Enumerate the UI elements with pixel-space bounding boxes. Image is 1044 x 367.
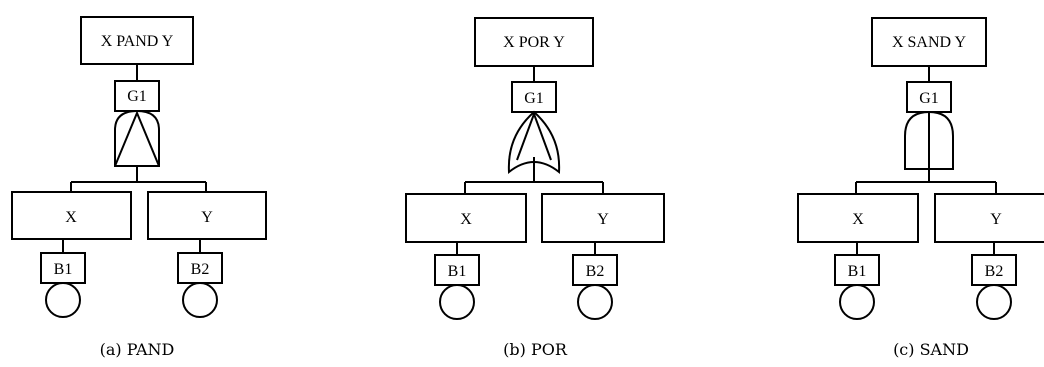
top-event-box bbox=[871, 17, 987, 67]
top-event-box bbox=[474, 17, 594, 67]
right-event-box bbox=[541, 193, 665, 243]
gate-label: G1 bbox=[524, 90, 544, 107]
basic-event-label-right: B2 bbox=[985, 263, 1004, 280]
right-event-label: Y bbox=[597, 211, 609, 228]
basic-event-box-left bbox=[834, 254, 880, 286]
basic-event-label-left: B1 bbox=[448, 263, 467, 280]
right-event-label: Y bbox=[201, 209, 213, 226]
left-event-label: X bbox=[852, 211, 864, 228]
basic-event-circle-left bbox=[45, 282, 81, 318]
caption-por: (b) POR bbox=[503, 340, 568, 359]
left-event-box bbox=[405, 193, 527, 243]
right-event-box bbox=[934, 193, 1044, 243]
basic-event-box-right bbox=[177, 252, 223, 284]
right-event-label: Y bbox=[990, 211, 1002, 228]
top-event-label: X POR Y bbox=[503, 34, 565, 51]
gate-label: G1 bbox=[127, 88, 147, 105]
basic-event-label-right: B2 bbox=[586, 263, 605, 280]
top-event-label: X SAND Y bbox=[892, 34, 967, 51]
gate-label-box bbox=[114, 80, 160, 112]
fault-tree-pand: X PAND Y G1 X Y B1 B2 (a) PAND bbox=[11, 16, 267, 359]
left-event-box bbox=[11, 191, 132, 240]
basic-event-circle-left bbox=[839, 284, 875, 320]
basic-event-circle-right bbox=[976, 284, 1012, 320]
fault-tree-sand: X SAND Y G1 X Y B1 B2 (c) SAND bbox=[797, 17, 1044, 359]
gate-label-box bbox=[511, 81, 557, 113]
basic-event-circle-left bbox=[439, 284, 475, 320]
left-event-label: X bbox=[65, 209, 77, 226]
basic-event-label-left: B1 bbox=[54, 261, 73, 278]
right-event-box bbox=[147, 191, 267, 240]
gate-label: G1 bbox=[919, 90, 939, 107]
basic-event-label-right: B2 bbox=[191, 261, 210, 278]
left-event-label: X bbox=[460, 211, 472, 228]
basic-event-circle-right bbox=[577, 284, 613, 320]
top-event-box bbox=[80, 16, 194, 65]
basic-event-label-left: B1 bbox=[848, 263, 867, 280]
pand-gate-symbol bbox=[114, 109, 160, 167]
basic-event-box-right bbox=[572, 254, 618, 286]
top-event-label: X PAND Y bbox=[101, 33, 174, 50]
pand-gate-triangle bbox=[114, 110, 160, 167]
gate-label-box bbox=[906, 81, 952, 113]
basic-event-circle-right bbox=[182, 282, 218, 318]
caption-sand: (c) SAND bbox=[893, 340, 969, 359]
por-gate-triangle bbox=[516, 111, 552, 161]
caption-pand: (a) PAND bbox=[100, 340, 175, 359]
fault-tree-por: X POR Y G1 X Y B1 B2 (b) POR bbox=[405, 17, 665, 359]
basic-event-box-right bbox=[971, 254, 1017, 286]
